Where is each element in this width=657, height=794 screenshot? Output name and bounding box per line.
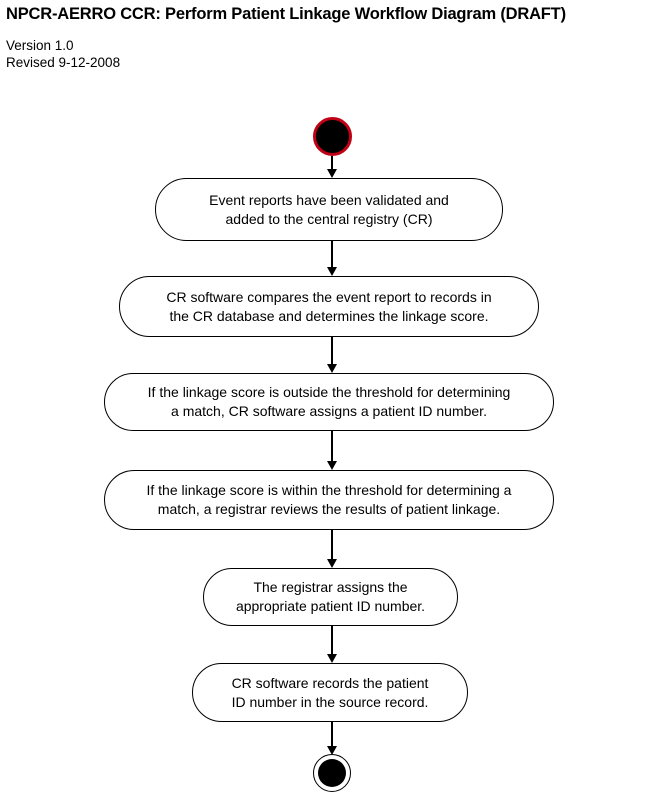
arrowhead-icon [327,654,337,663]
version-block: Version 1.0 Revised 9-12-2008 [6,37,654,71]
edge-step-2-to-step-3 [327,337,337,373]
edge-line [331,241,333,268]
edge-step-1-to-step-2 [327,241,337,276]
activity-node-step-6[interactable]: CR software records the patient ID numbe… [192,663,468,722]
arrowhead-icon [327,746,337,755]
activity-node-step-4[interactable]: If the linkage score is within the thres… [104,470,554,530]
revised-date-label: Revised 9-12-2008 [6,55,121,70]
activity-node-label: Event reports have been validated and ad… [209,191,449,227]
edge-line [331,431,333,462]
activity-node-step-5[interactable]: The registrar assigns the appropriate pa… [203,568,458,626]
arrowhead-icon [327,559,337,568]
activity-node-label: CR software records the patient ID numbe… [231,674,429,710]
edge-start-to-step-1 [327,156,337,178]
start-node[interactable] [313,117,352,156]
edge-line [331,156,333,170]
edge-line [331,337,333,365]
end-node[interactable] [313,754,351,792]
edge-step-4-to-step-5 [327,530,337,568]
activity-node-label: If the linkage score is within the thres… [146,482,512,517]
edge-line [331,722,333,747]
arrowhead-icon [327,461,337,470]
activity-node-label: If the linkage score is outside the thre… [147,384,511,419]
page-title: NPCR-AERRO CCR: Perform Patient Linkage … [6,5,566,23]
version-label: Version 1.0 [6,38,74,53]
arrowhead-icon [327,169,337,178]
edge-step-6-to-end [327,722,337,755]
edge-line [331,530,333,560]
edge-line [331,626,333,655]
arrowhead-icon [327,267,337,276]
document-header: NPCR-AERRO CCR: Perform Patient Linkage … [6,4,654,71]
activity-node-step-3[interactable]: If the linkage score is outside the thre… [104,373,554,431]
end-node-fill [317,758,347,788]
activity-node-label: The registrar assigns the appropriate pa… [235,579,426,614]
activity-node-label: CR software compares the event report to… [166,288,492,324]
activity-node-step-2[interactable]: CR software compares the event report to… [119,276,539,337]
arrowhead-icon [327,364,337,373]
edge-step-5-to-step-6 [327,626,337,663]
activity-node-step-1[interactable]: Event reports have been validated and ad… [155,178,503,241]
edge-step-3-to-step-4 [327,431,337,470]
